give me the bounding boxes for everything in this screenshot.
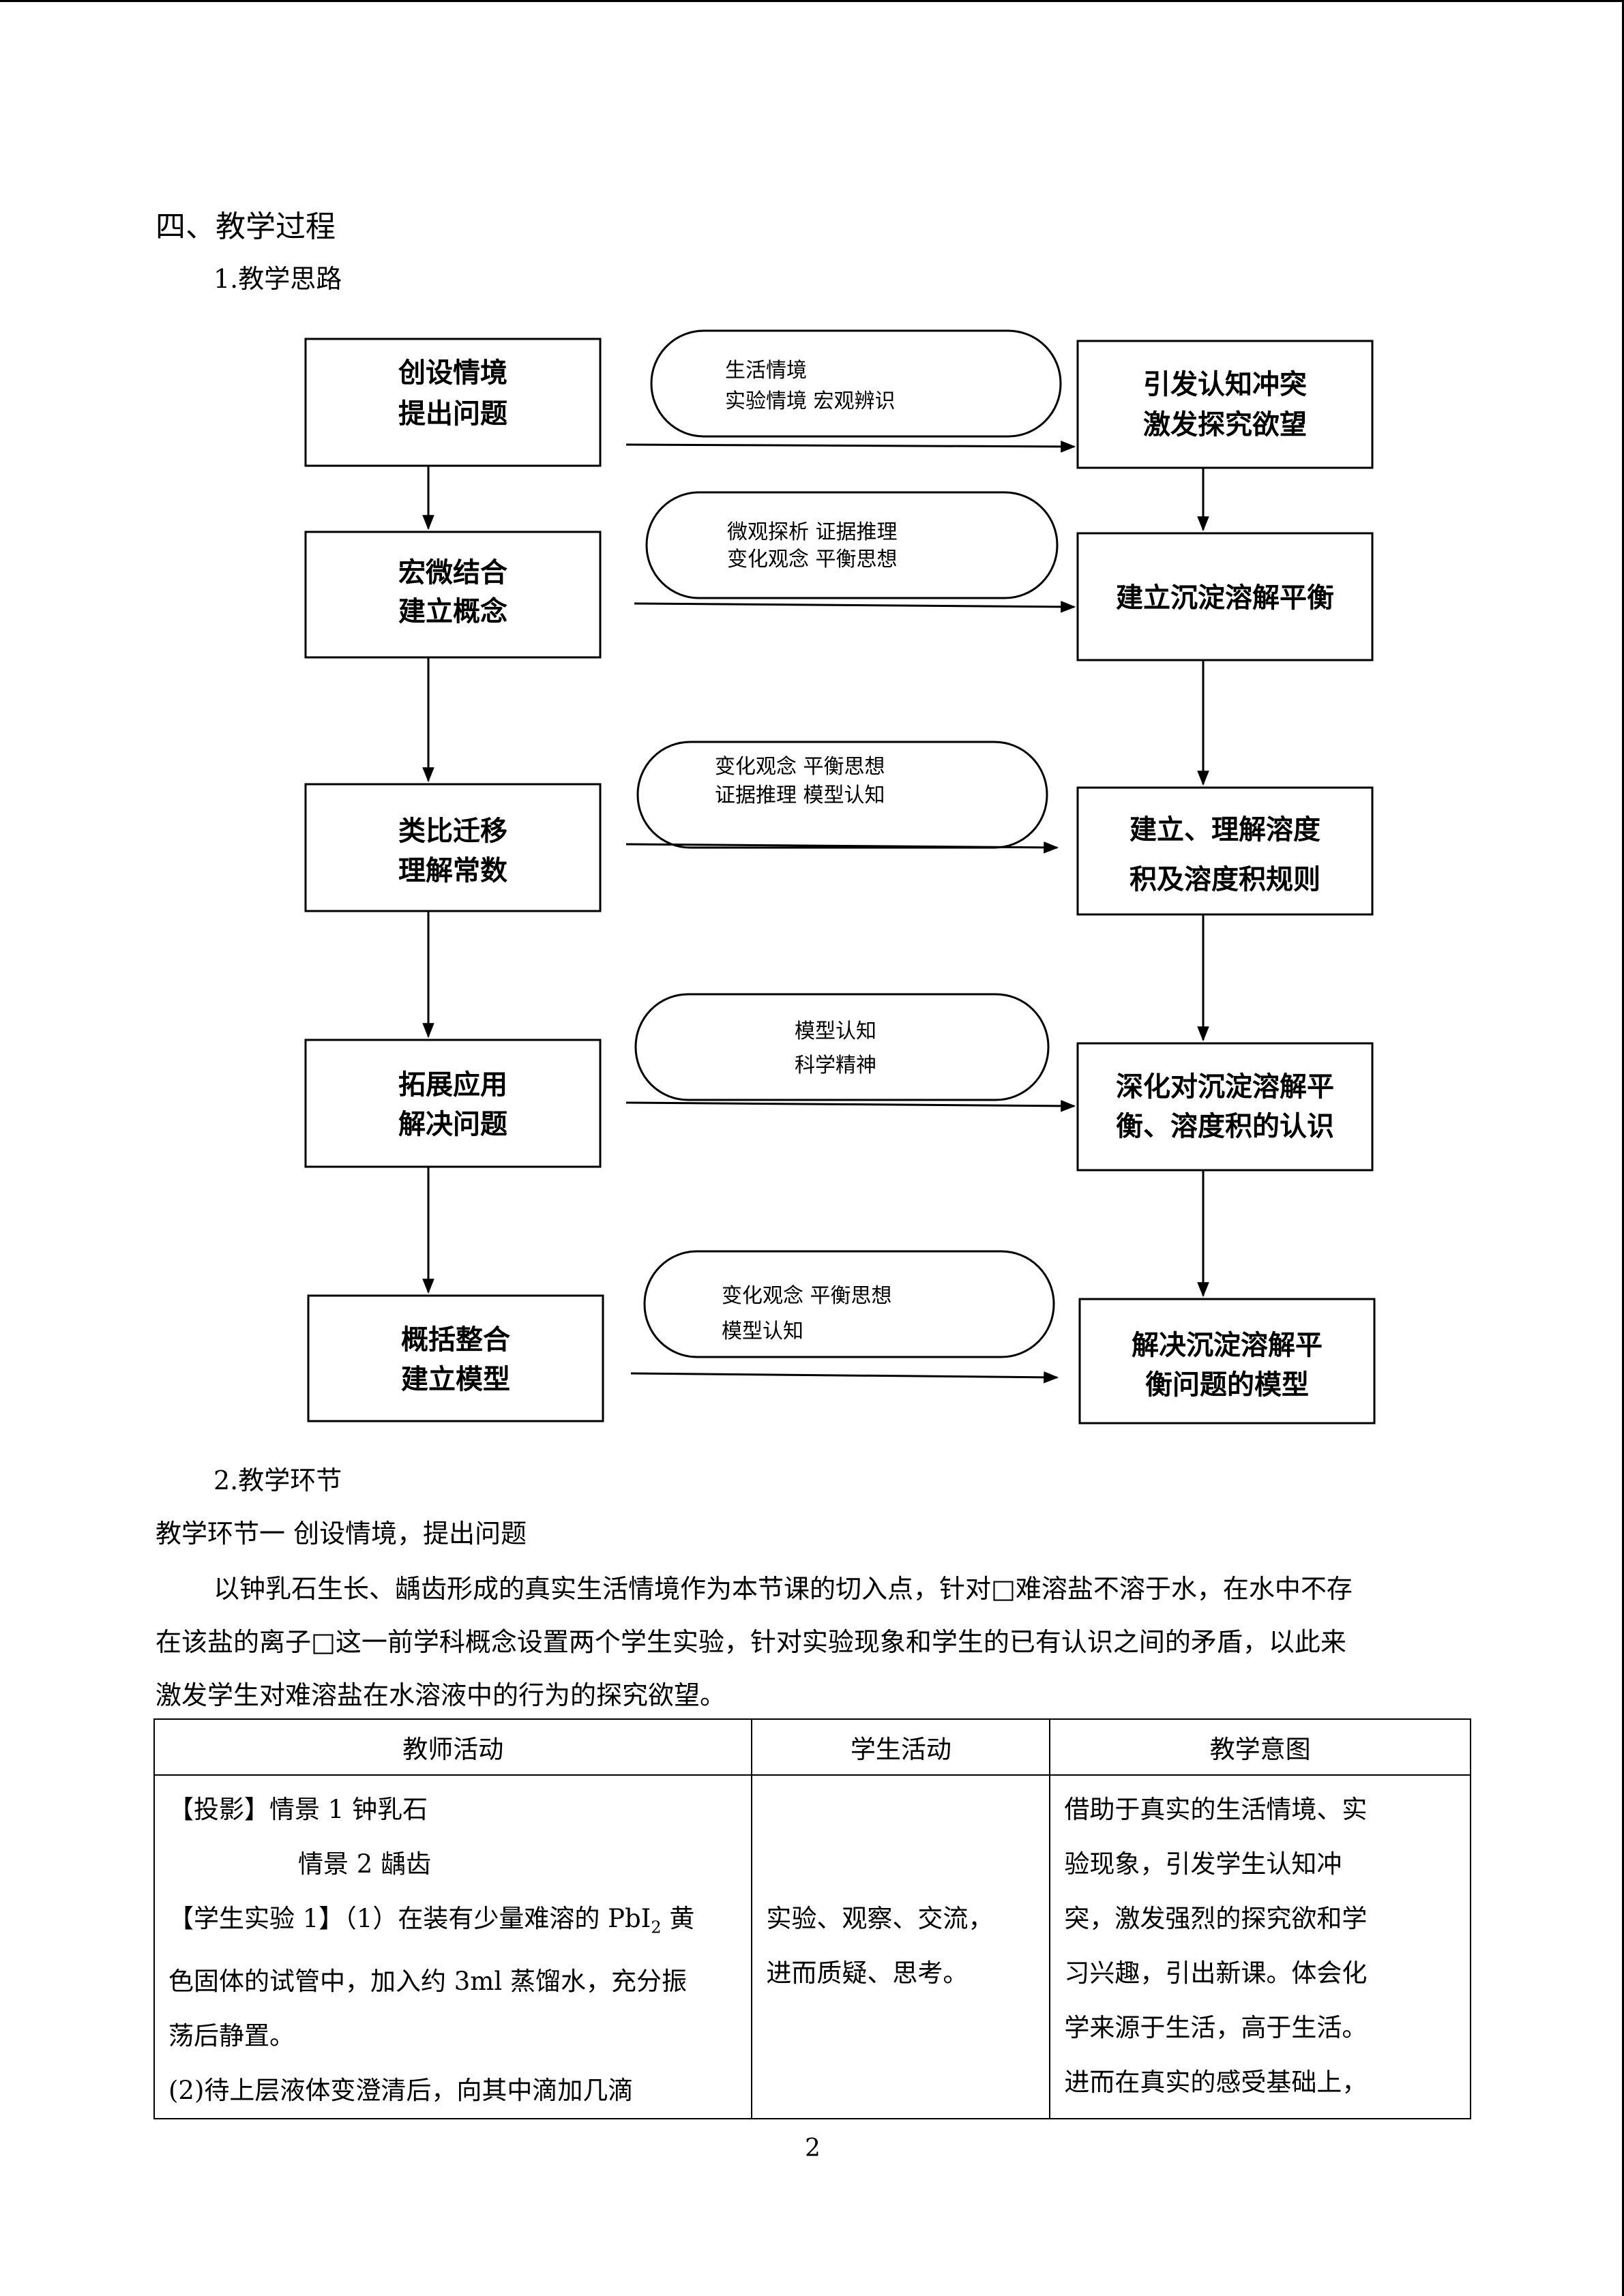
flow-right-box-4-line-1: 深化对沉淀溶解平: [1116, 1071, 1334, 1103]
flow-right-box-2: 建立沉淀溶解平衡: [1076, 532, 1374, 661]
flow-horizontal-arrows: [625, 441, 1076, 1384]
flow-left-box-4: 拓展应用 解决问题: [304, 1039, 602, 1168]
flow-left-box-3-line-1: 类比迁移: [398, 816, 507, 847]
flow-right-box-4: 深化对沉淀溶解平 衡、溶度积的认识: [1076, 1042, 1374, 1172]
student-line: 实验、观察、交流，: [766, 1904, 994, 1933]
flow-right-box-3-line-1: 建立、理解溶度: [1130, 814, 1320, 846]
teacher-line: 情景 2 龋齿: [298, 1849, 432, 1879]
flow-left-box-5-line-1: 概括整合: [401, 1324, 510, 1356]
teacher-line: 荡后静置。: [168, 2021, 295, 2051]
teacher-line-experiment: 【学生实验 1】（1）在装有少量难溶的 PbI2 黄: [168, 1892, 737, 1954]
flow-left-box-3: 类比迁移 理解常数: [304, 783, 602, 912]
paragraph-line: 激发学生对难溶盐在水溶液中的行为的探究欲望。: [156, 1680, 726, 1710]
subscript-2: 2: [651, 1918, 662, 1937]
subheading-teaching-steps: 2.教学环节: [213, 1465, 342, 1495]
teacher-line: 色固体的试管中，加入约 3ml 蒸馏水，充分振: [168, 1967, 687, 1997]
flow-left-box-3-line-2: 理解常数: [398, 855, 507, 886]
intent-line: 借助于真实的生活情境、实: [1064, 1795, 1368, 1824]
header-teacher-activity: 教师活动: [153, 1718, 753, 1776]
flow-right-box-1-line-2: 激发探究欲望: [1143, 409, 1307, 441]
flow-left-box-4-line-2: 解决问题: [398, 1109, 507, 1140]
header-student-activity: 学生活动: [751, 1718, 1051, 1776]
teacher-line-experiment-text: 【学生实验 1】（1）在装有少量难溶的 PbI: [168, 1904, 651, 1933]
teaching-activity-table: 教师活动 学生活动 教学意图 【投影】情景 1 钟乳石 情景 2 龋齿 【学生实…: [153, 1718, 1471, 2120]
flow-pill-4: 模型认知 科学精神: [634, 993, 1050, 1101]
flow-left-box-1-line-1: 创设情境: [398, 357, 507, 389]
flow-left-box-2: 宏微结合 建立概念: [304, 531, 602, 659]
table-row: 【投影】情景 1 钟乳石 情景 2 龋齿 【学生实验 1】（1）在装有少量难溶的…: [153, 1774, 1471, 2120]
flow-left-box-5: 概括整合 建立模型: [307, 1294, 604, 1422]
subheading-teaching-approach: 1.教学思路: [213, 264, 342, 294]
section-heading: 四、教学过程: [156, 209, 336, 244]
flow-right-box-4-line-2: 衡、溶度积的认识: [1116, 1111, 1334, 1142]
table-header-row: 教师活动 学生活动 教学意图: [153, 1718, 1471, 1776]
flow-pill-3-line-2: 证据推理 模型认知: [715, 784, 885, 807]
intent-line: 验现象，引发学生认知冲: [1064, 1849, 1342, 1879]
flow-pill-5-line-1: 变化观念 平衡思想: [722, 1284, 892, 1308]
flow-pill-1-line-2: 实验情境 宏观辨识: [725, 389, 896, 413]
flow-left-box-2-line-2: 建立概念: [398, 596, 507, 627]
flow-left-box-1-line-2: 提出问题: [398, 398, 507, 430]
flow-pill-5-line-2: 模型认知: [722, 1320, 803, 1343]
flow-pill-3: 变化观念 平衡思想 证据推理 模型认知: [636, 741, 1048, 849]
flow-left-box-4-line-1: 拓展应用: [398, 1069, 507, 1101]
intent-line: 习兴趣，引出新课。体会化: [1064, 1958, 1368, 1988]
flow-right-box-3: 建立、理解溶度 积及溶度积规则: [1076, 786, 1374, 916]
teacher-line-experiment-tail: 黄: [661, 1904, 695, 1933]
flow-pill-2: 微观探析 证据推理 变化观念 平衡思想: [645, 491, 1059, 599]
flow-right-box-1: 引发认知冲突 激发探究欲望: [1076, 340, 1374, 469]
paragraph-line: 在该盐的离子□这一前学科概念设置两个学生实验，针对实验现象和学生的已有认识之间的…: [156, 1627, 1346, 1657]
cell-teacher-activity: 【投影】情景 1 钟乳石 情景 2 龋齿 【学生实验 1】（1）在装有少量难溶的…: [153, 1774, 753, 2120]
flow-right-box-5: 解决沉淀溶解平 衡问题的模型: [1078, 1298, 1376, 1425]
paragraph-line: 以钟乳石生长、龋齿形成的真实生活情境作为本节课的切入点，针对□难溶盐不溶于水，在…: [213, 1574, 1353, 1604]
flow-right-box-2-line-1: 建立沉淀溶解平衡: [1116, 582, 1334, 614]
flow-left-box-5-line-2: 建立模型: [401, 1364, 510, 1395]
header-teaching-intent: 教学意图: [1049, 1718, 1471, 1776]
flow-right-box-1-line-1: 引发认知冲突: [1143, 369, 1307, 400]
teaching-flow-diagram: 创设情境 提出问题 宏微结合 建立概念 类比迁移 理解常数 拓展应用 解决问题 …: [304, 329, 1376, 1425]
flow-pill-1-line-1: 生活情境: [725, 359, 807, 383]
teacher-line: (2)待上层液体变澄清后，向其中滴加几滴: [168, 2076, 634, 2106]
cell-teaching-intent: 借助于真实的生活情境、实 验现象，引发学生认知冲 突，激发强烈的探究欲和学 习兴…: [1049, 1774, 1471, 2120]
flow-pill-5: 变化观念 平衡思想 模型认知: [643, 1250, 1055, 1358]
student-line: 进而质疑、思考。: [766, 1958, 969, 1988]
flow-left-box-2-line-1: 宏微结合: [398, 557, 507, 588]
teacher-line: 【投影】情景 1 钟乳石: [168, 1795, 428, 1824]
flow-pill-4-line-2: 科学精神: [795, 1054, 876, 1077]
intro-paragraph: 以钟乳石生长、龋齿形成的真实生活情境作为本节课的切入点，针对□难溶盐不溶于水，在…: [156, 1562, 1468, 1722]
flow-pill-2-line-2: 变化观念 平衡思想: [727, 548, 898, 571]
flow-pill-2-line-1: 微观探析 证据推理: [727, 520, 898, 544]
flow-right-box-5-line-1: 解决沉淀溶解平: [1132, 1330, 1323, 1361]
section-title: 教学环节一 创设情境，提出问题: [156, 1519, 527, 1549]
flow-right-box-5-line-2: 衡问题的模型: [1145, 1369, 1309, 1401]
intent-line: 学来源于生活，高于生活。: [1064, 2013, 1368, 2042]
flow-pill-4-line-1: 模型认知: [795, 1019, 876, 1043]
flow-right-box-3-line-2: 积及溶度积规则: [1130, 864, 1320, 895]
flow-pill-1: 生活情境 实验情境 宏观辨识: [650, 329, 1062, 438]
intent-line: 突，激发强烈的探究欲和学: [1064, 1904, 1368, 1933]
flow-left-box-1: 创设情境 提出问题: [304, 338, 602, 467]
intent-line: 进而在真实的感受基础上，: [1064, 2068, 1368, 2097]
cell-student-activity: 实验、观察、交流， 进而质疑、思考。: [751, 1774, 1051, 2120]
flow-pill-3-line-1: 变化观念 平衡思想: [715, 755, 885, 779]
page-number: 2: [805, 2134, 821, 2162]
